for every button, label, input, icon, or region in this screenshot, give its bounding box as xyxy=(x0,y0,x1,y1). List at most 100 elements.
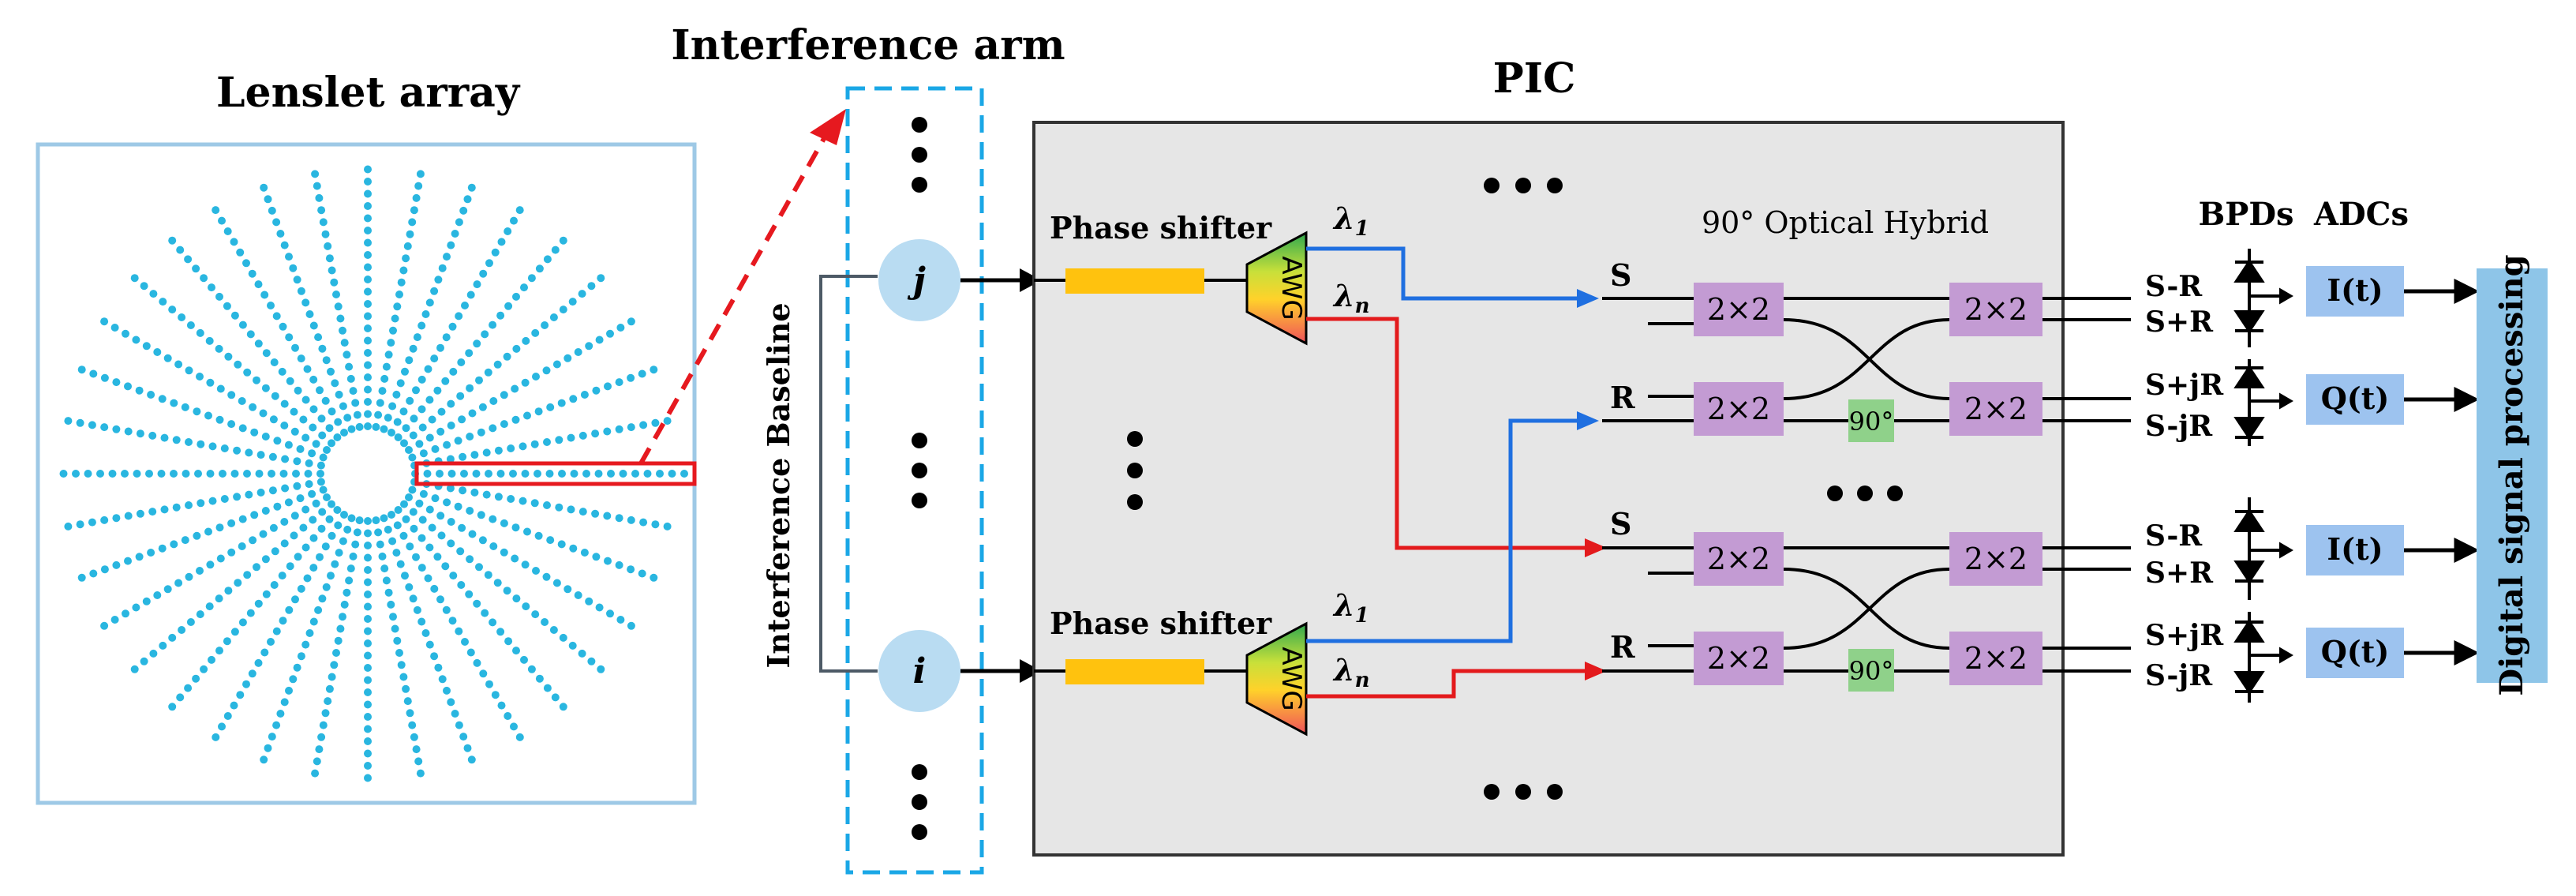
lenslet-dot xyxy=(364,373,372,381)
lenslet-dot xyxy=(364,517,372,525)
lenslet-dot xyxy=(431,444,440,453)
lenslet-dot xyxy=(542,572,551,581)
lenslet-dot xyxy=(260,755,268,764)
wg-red-i-lambdan xyxy=(1306,669,1586,699)
lenslet-dot xyxy=(122,329,129,338)
lenslet-dot xyxy=(443,441,451,449)
lenslet-dot xyxy=(160,433,169,442)
lenslet-dot xyxy=(355,422,364,431)
lambdan-j: λ xyxy=(1332,278,1355,313)
lenslet-dot xyxy=(559,236,567,245)
lenslet-dot xyxy=(256,451,265,459)
out-label-4: S-jR xyxy=(2145,410,2213,443)
lenslet-dot xyxy=(511,523,520,532)
lenslet-dot xyxy=(412,745,421,754)
lenslet-dot xyxy=(485,680,493,688)
lenslet-dot xyxy=(473,280,481,289)
lenslet-dot xyxy=(319,218,328,227)
dsp-label: Digital signal processing xyxy=(2493,254,2530,695)
adc-1 xyxy=(2306,266,2404,317)
interference-arm-frame xyxy=(845,86,984,875)
dsp-block xyxy=(2477,268,2548,683)
lenslet-dot xyxy=(328,266,336,275)
lenslet-dot xyxy=(380,374,389,383)
lenslet-dot xyxy=(417,321,426,330)
lenslet-dot xyxy=(289,264,298,272)
lenslet-dot xyxy=(108,470,117,478)
lenslet-dot xyxy=(399,266,408,275)
lambda1-label-i: λ1 xyxy=(1332,587,1369,628)
lenslet-dot xyxy=(281,484,290,493)
lenslet-dot xyxy=(364,529,372,538)
lenslet-dot xyxy=(372,422,380,431)
coupler-2b-label: 2×2 xyxy=(1707,641,1770,676)
lenslet-dot xyxy=(334,302,343,311)
lenslet-dot xyxy=(364,737,372,745)
lenslet-dot xyxy=(389,326,397,335)
lenslet-dot xyxy=(393,302,402,311)
lenslet-dot xyxy=(414,182,423,190)
lenslet-dot xyxy=(466,384,474,392)
lambda1-j: λ xyxy=(1332,201,1355,236)
lenslet-dot xyxy=(466,291,475,299)
lenslet-dot xyxy=(293,663,301,672)
lenslet-dot xyxy=(297,354,305,363)
lenslet-dot xyxy=(489,321,497,329)
lenslet-dot xyxy=(378,387,387,396)
lenslet-dot xyxy=(409,508,417,516)
lenslet-dot xyxy=(276,710,285,718)
lenslet-dot xyxy=(500,391,508,399)
lenslet-dot xyxy=(421,629,430,637)
lenslet-dot xyxy=(261,384,270,392)
port-r-2: R xyxy=(1610,629,1635,665)
lenslet-dot xyxy=(157,470,166,478)
lenslet-dot xyxy=(273,437,282,445)
adc-2-label: Q(t) xyxy=(2321,381,2390,416)
lenslet-dot xyxy=(509,470,517,478)
lenslet-dot xyxy=(454,437,462,445)
lenslet-dot xyxy=(316,478,325,486)
arrow-blue-i xyxy=(1577,411,1599,430)
lenslet-dot xyxy=(413,333,421,342)
lenslet-dot xyxy=(364,238,372,247)
lenslet-dot xyxy=(425,640,434,649)
lenslet-dot xyxy=(364,287,372,296)
lenslet-dot xyxy=(568,641,577,650)
lenslet-dot xyxy=(145,470,153,478)
lenslet-dot xyxy=(243,368,252,377)
lambda1-sub-j: 1 xyxy=(1355,217,1369,241)
lenslet-dot xyxy=(339,537,347,545)
lenslet-dot xyxy=(215,523,224,532)
lenslet-dot xyxy=(430,287,439,295)
lenslet-dot xyxy=(268,486,277,495)
lenslet-dot xyxy=(234,360,242,369)
lenslet-dot xyxy=(260,291,269,299)
lenslet-dot xyxy=(680,470,688,478)
lenslet-dot xyxy=(290,531,298,540)
lenslet-dot xyxy=(313,757,321,766)
lenslet-dot xyxy=(305,459,313,467)
lenslet-dot xyxy=(245,490,253,499)
lenslet-dot xyxy=(301,640,310,649)
lenslet-dot xyxy=(340,600,349,609)
lenslet-dot xyxy=(172,503,181,512)
lenslet-dot xyxy=(212,733,220,741)
lenslet-dot xyxy=(604,557,612,565)
lenslet-dot xyxy=(334,418,343,426)
lenslet-dot xyxy=(170,540,178,549)
lenslet-dot xyxy=(364,725,372,733)
lenslet-dot xyxy=(321,542,330,551)
coupler-2a-label: 2×2 xyxy=(1707,542,1770,576)
lenslet-dot xyxy=(192,264,200,273)
lenslet-dot xyxy=(100,317,109,326)
awg-i-label: AWG xyxy=(1275,647,1307,710)
lenslet-dot xyxy=(147,391,155,399)
lenslet-dot xyxy=(425,298,434,307)
lenslet-dot xyxy=(380,564,389,573)
adc-to-dsp-arrows xyxy=(2404,278,2480,666)
lambdan-sub-i: n xyxy=(1355,669,1370,692)
lenslet-dot xyxy=(284,498,293,507)
lenslet-dot xyxy=(309,515,317,524)
lenslet-dot xyxy=(343,588,351,597)
lenslet-dot xyxy=(272,721,281,729)
